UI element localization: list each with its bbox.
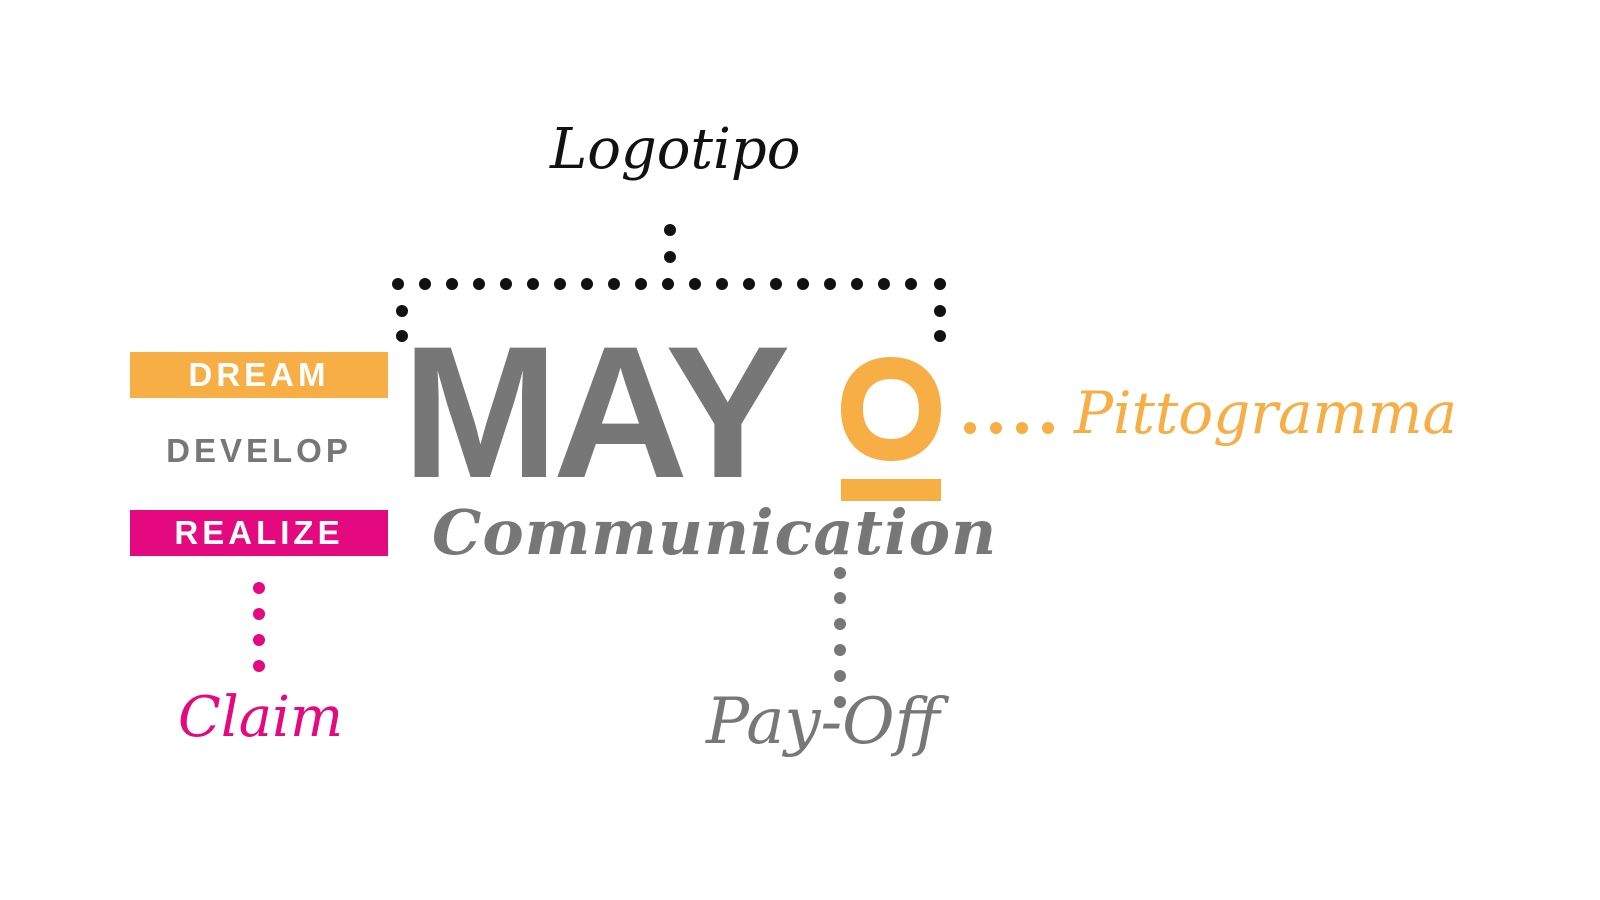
logo-payoff-text: Communication — [432, 496, 998, 569]
pittogramma-label: Pittogramma — [1074, 379, 1458, 447]
payoff-label: Pay-Off — [706, 685, 940, 759]
logo-wordmark: MAY — [402, 307, 791, 517]
claim-develop-text: DEVELOP — [166, 432, 352, 469]
payoff-connector — [834, 567, 846, 708]
claim-realize-bar: REALIZE — [130, 510, 388, 556]
claim-dream-bar: DREAM — [130, 352, 388, 398]
logo-pictogram-o-icon — [841, 357, 941, 501]
logotipo-connector — [392, 224, 946, 342]
claim-label: Claim — [178, 685, 344, 750]
claim-connector — [253, 582, 265, 672]
pittogramma-connector — [964, 422, 1054, 434]
logotipo-label: Logotipo — [550, 117, 801, 182]
